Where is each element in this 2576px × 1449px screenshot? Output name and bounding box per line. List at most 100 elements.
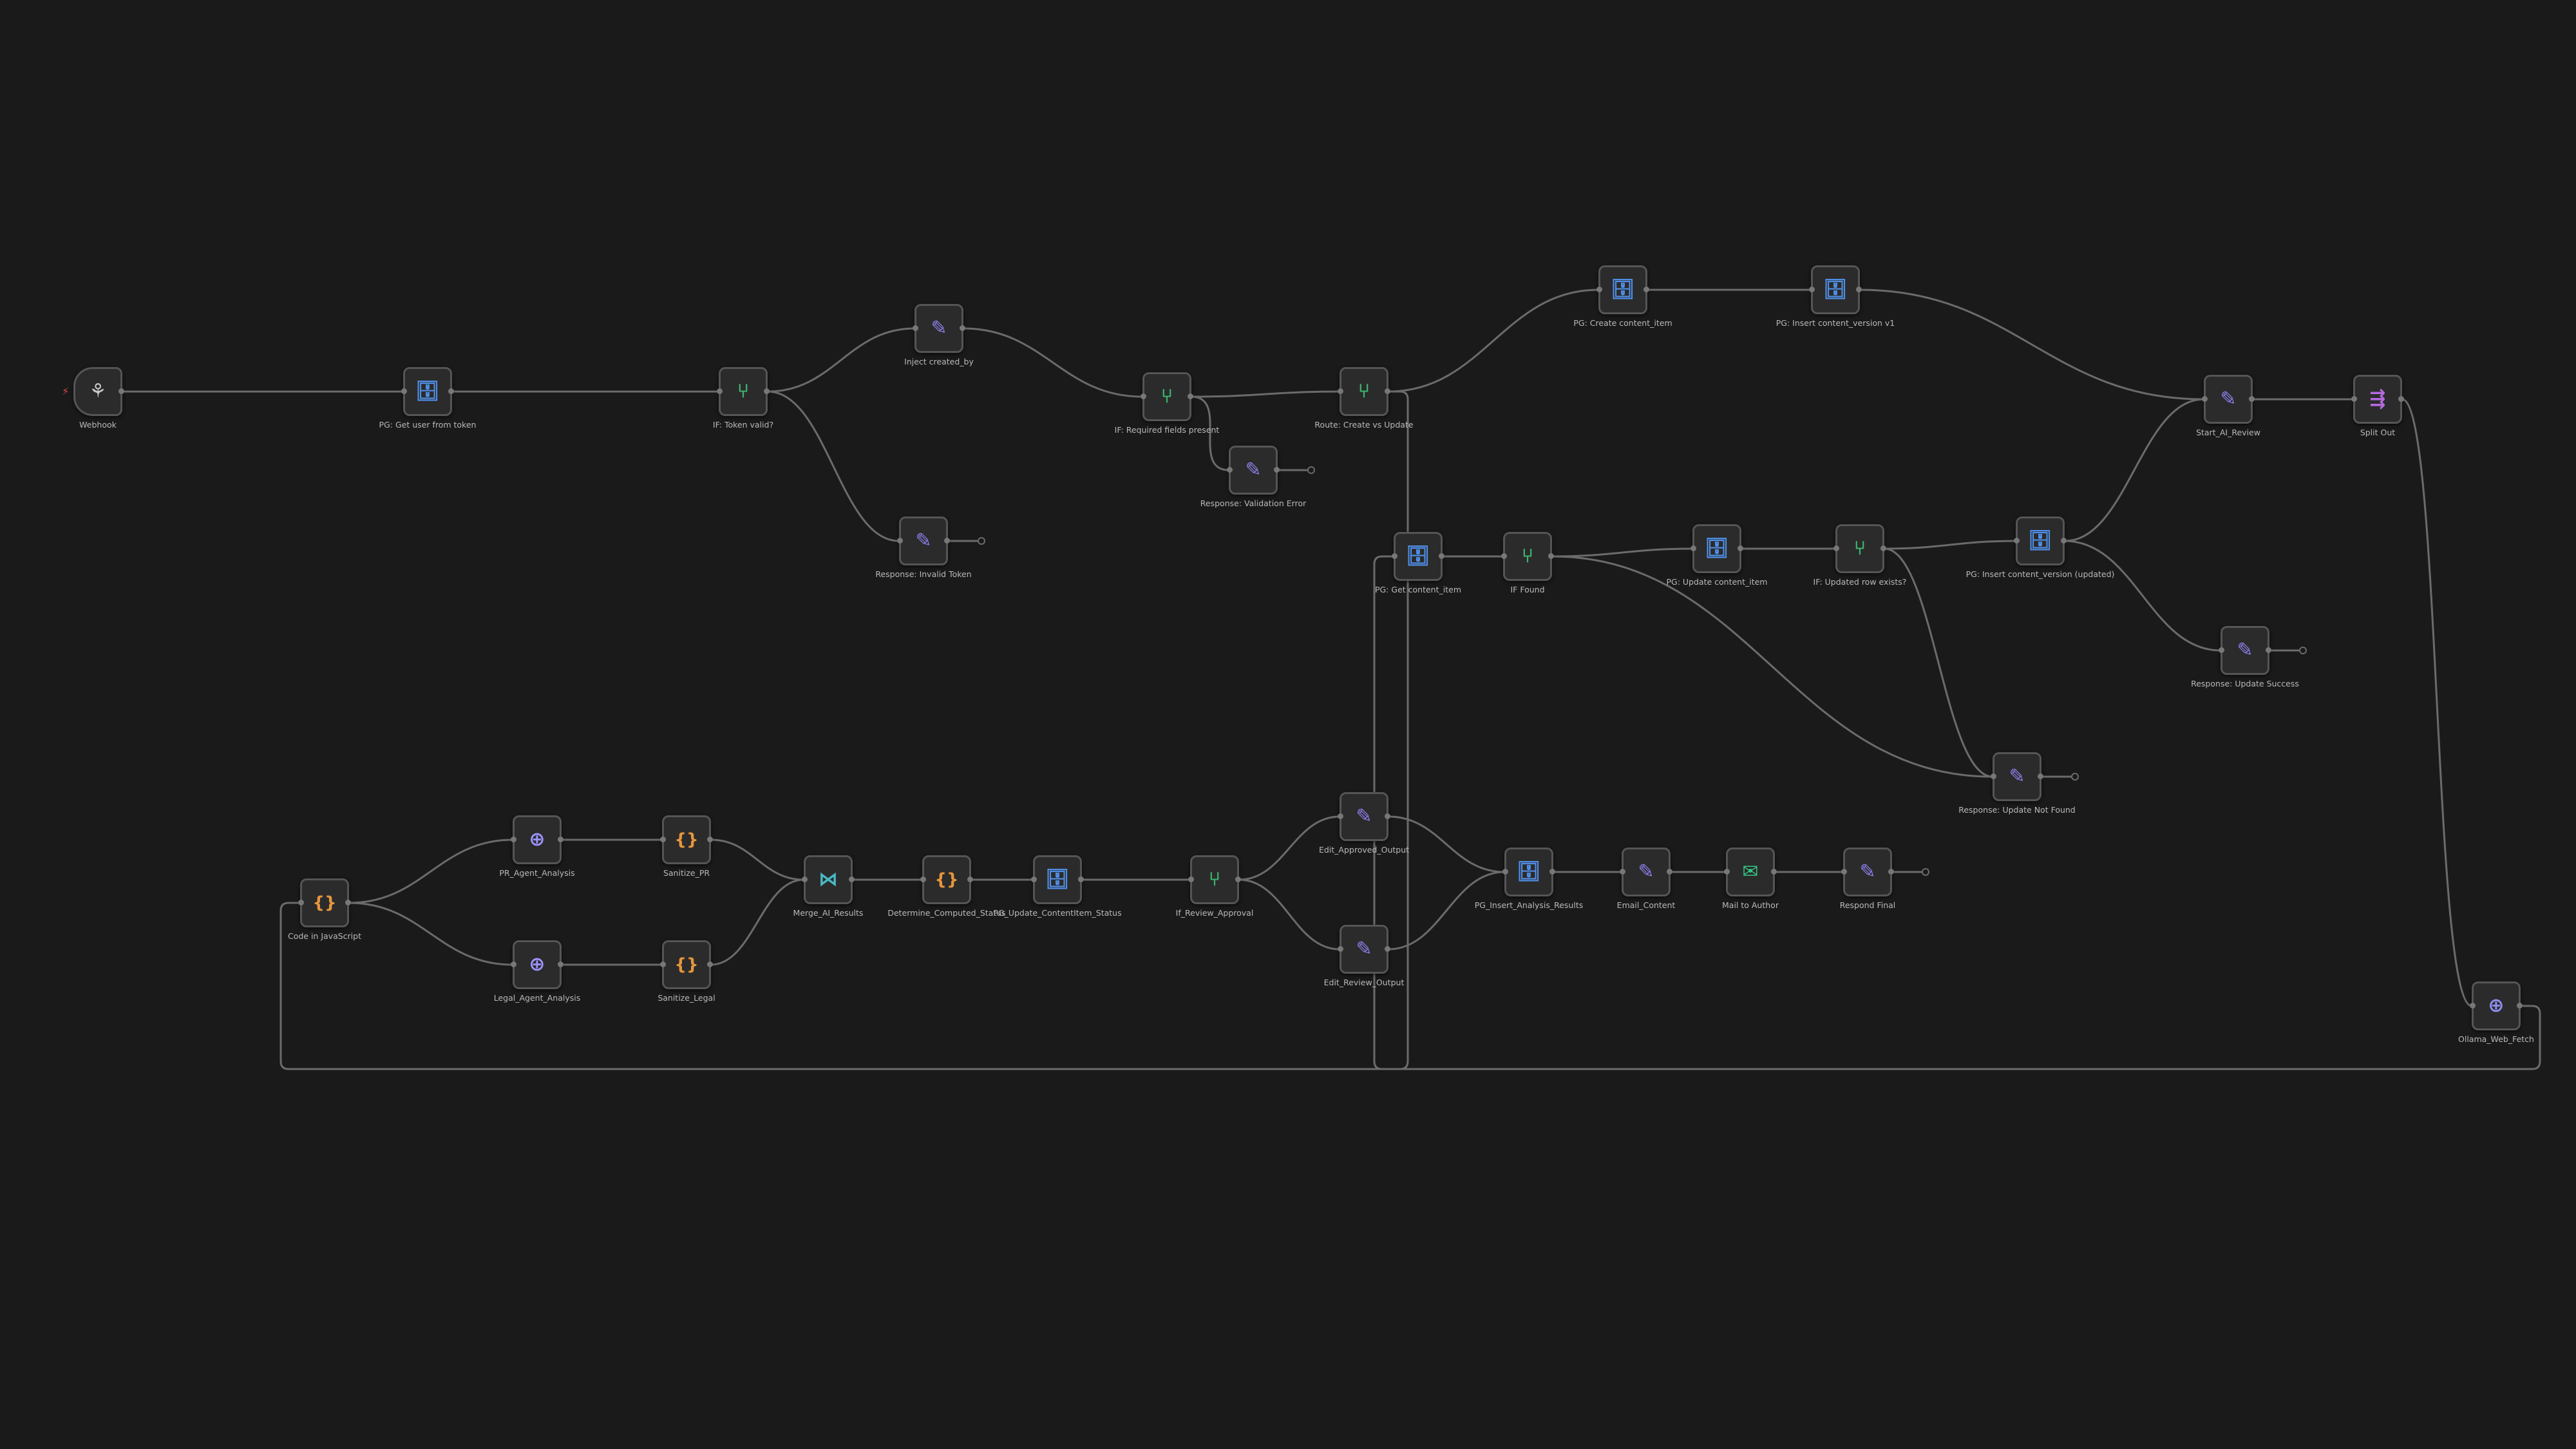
- output-port[interactable]: [849, 876, 855, 882]
- input-port[interactable]: [920, 876, 926, 882]
- output-port[interactable]: [1235, 876, 1241, 882]
- output-port[interactable]: [345, 900, 351, 905]
- input-port[interactable]: [1338, 388, 1343, 394]
- output-port[interactable]: [1078, 876, 1084, 882]
- input-port[interactable]: [1501, 553, 1507, 559]
- workflow-node-pr-agent[interactable]: ⊕: [511, 815, 564, 864]
- input-port[interactable]: [2470, 1003, 2476, 1009]
- output-port[interactable]: [448, 388, 454, 394]
- output-port[interactable]: [2038, 773, 2043, 779]
- workflow-node-if-found[interactable]: ⑂: [1501, 532, 1554, 581]
- input-port[interactable]: [2351, 396, 2357, 402]
- input-port[interactable]: [1809, 287, 1815, 292]
- input-port[interactable]: [1227, 467, 1233, 473]
- input-port[interactable]: [1392, 553, 1397, 559]
- input-port[interactable]: [1724, 869, 1730, 875]
- workflow-node-ollama[interactable]: ⊕: [2470, 981, 2523, 1030]
- output-port[interactable]: [2398, 396, 2404, 402]
- workflow-node-resp-not-found[interactable]: ✎: [1991, 752, 2043, 801]
- workflow-node-resp-update-success[interactable]: ✎: [2219, 626, 2271, 675]
- input-port[interactable]: [2219, 647, 2224, 653]
- input-port[interactable]: [1991, 773, 1996, 779]
- output-port[interactable]: [1385, 946, 1390, 952]
- input-port[interactable]: [1690, 545, 1696, 551]
- add-node-handle[interactable]: [978, 537, 985, 545]
- input-port[interactable]: [298, 900, 304, 905]
- input-port[interactable]: [1502, 869, 1508, 875]
- workflow-node-code-js[interactable]: {}: [298, 878, 351, 927]
- workflow-node-respond-final[interactable]: ✎: [1841, 848, 1894, 896]
- output-port[interactable]: [1385, 388, 1390, 394]
- workflow-node-sanitize-pr[interactable]: {}: [660, 815, 713, 864]
- output-port[interactable]: [2249, 396, 2255, 402]
- workflow-node-edit-review[interactable]: ✎: [1338, 925, 1390, 974]
- output-port[interactable]: [1738, 545, 1743, 551]
- workflow-node-pg-insert-analysis[interactable]: 🗄: [1502, 848, 1555, 896]
- output-port[interactable]: [1667, 869, 1672, 875]
- workflow-node-route[interactable]: ⑂: [1338, 367, 1390, 416]
- workflow-node-pg-update-item[interactable]: 🗄: [1690, 524, 1743, 573]
- workflow-node-merge[interactable]: ⋈: [802, 855, 855, 904]
- workflow-node-pg-update-status[interactable]: 🗄: [1031, 855, 1084, 904]
- workflow-node-edit-approved[interactable]: ✎: [1338, 792, 1390, 841]
- input-port[interactable]: [401, 388, 407, 394]
- input-port[interactable]: [2014, 538, 2020, 544]
- workflow-node-email-content[interactable]: ✎: [1620, 848, 1672, 896]
- input-port[interactable]: [802, 876, 808, 882]
- workflow-node-webhook[interactable]: ⚘: [73, 367, 124, 416]
- output-port[interactable]: [118, 388, 124, 394]
- workflow-node-resp-invalid-token[interactable]: ✎: [897, 516, 950, 565]
- input-port[interactable]: [1338, 813, 1343, 819]
- workflow-node-inject-created[interactable]: ✎: [913, 304, 965, 353]
- workflow-node-if-review[interactable]: ⑂: [1188, 855, 1241, 904]
- input-port[interactable]: [1338, 946, 1343, 952]
- workflow-node-resp-validation[interactable]: ✎: [1227, 446, 1280, 495]
- output-port[interactable]: [944, 538, 950, 544]
- output-port[interactable]: [1771, 869, 1777, 875]
- workflow-node-determine[interactable]: {}: [920, 855, 973, 904]
- output-port[interactable]: [967, 876, 973, 882]
- workflow-node-if-required[interactable]: ⑂: [1141, 372, 1193, 421]
- input-port[interactable]: [660, 837, 666, 842]
- input-port[interactable]: [660, 961, 666, 967]
- input-port[interactable]: [1833, 545, 1839, 551]
- input-port[interactable]: [1620, 869, 1625, 875]
- workflow-node-sanitize-legal[interactable]: {}: [660, 940, 713, 989]
- workflow-node-pg-get-item[interactable]: 🗄: [1392, 532, 1444, 581]
- output-port[interactable]: [1548, 553, 1554, 559]
- input-port[interactable]: [1841, 869, 1847, 875]
- workflow-node-legal-agent[interactable]: ⊕: [511, 940, 564, 989]
- output-port[interactable]: [707, 837, 713, 842]
- workflow-node-if-updated[interactable]: ⑂: [1833, 524, 1886, 573]
- output-port[interactable]: [558, 837, 564, 842]
- output-port[interactable]: [1856, 287, 1862, 292]
- output-port[interactable]: [1385, 813, 1390, 819]
- input-port[interactable]: [897, 538, 903, 544]
- input-port[interactable]: [511, 837, 516, 842]
- add-node-handle[interactable]: [1922, 868, 1929, 876]
- input-port[interactable]: [1188, 876, 1194, 882]
- output-port[interactable]: [1643, 287, 1649, 292]
- output-port[interactable]: [1888, 869, 1894, 875]
- output-port[interactable]: [2517, 1003, 2523, 1009]
- input-port[interactable]: [913, 325, 918, 331]
- workflow-node-start-review[interactable]: ✎: [2202, 375, 2255, 424]
- output-port[interactable]: [558, 961, 564, 967]
- add-node-handle[interactable]: [2299, 647, 2307, 654]
- workflow-node-split-out[interactable]: ⇶: [2351, 375, 2404, 424]
- workflow-node-pg-insert-v1[interactable]: 🗄: [1809, 265, 1862, 314]
- output-port[interactable]: [1549, 869, 1555, 875]
- add-node-handle[interactable]: [2071, 773, 2079, 781]
- workflow-node-pg-get-user[interactable]: 🗄: [401, 367, 454, 416]
- output-port[interactable]: [1880, 545, 1886, 551]
- output-port[interactable]: [1274, 467, 1280, 473]
- input-port[interactable]: [1031, 876, 1037, 882]
- input-port[interactable]: [717, 388, 723, 394]
- output-port[interactable]: [2061, 538, 2067, 544]
- workflow-node-mail-author[interactable]: ✉: [1724, 848, 1777, 896]
- input-port[interactable]: [2202, 396, 2208, 402]
- add-node-handle[interactable]: [1307, 466, 1315, 474]
- input-port[interactable]: [511, 961, 516, 967]
- input-port[interactable]: [1596, 287, 1602, 292]
